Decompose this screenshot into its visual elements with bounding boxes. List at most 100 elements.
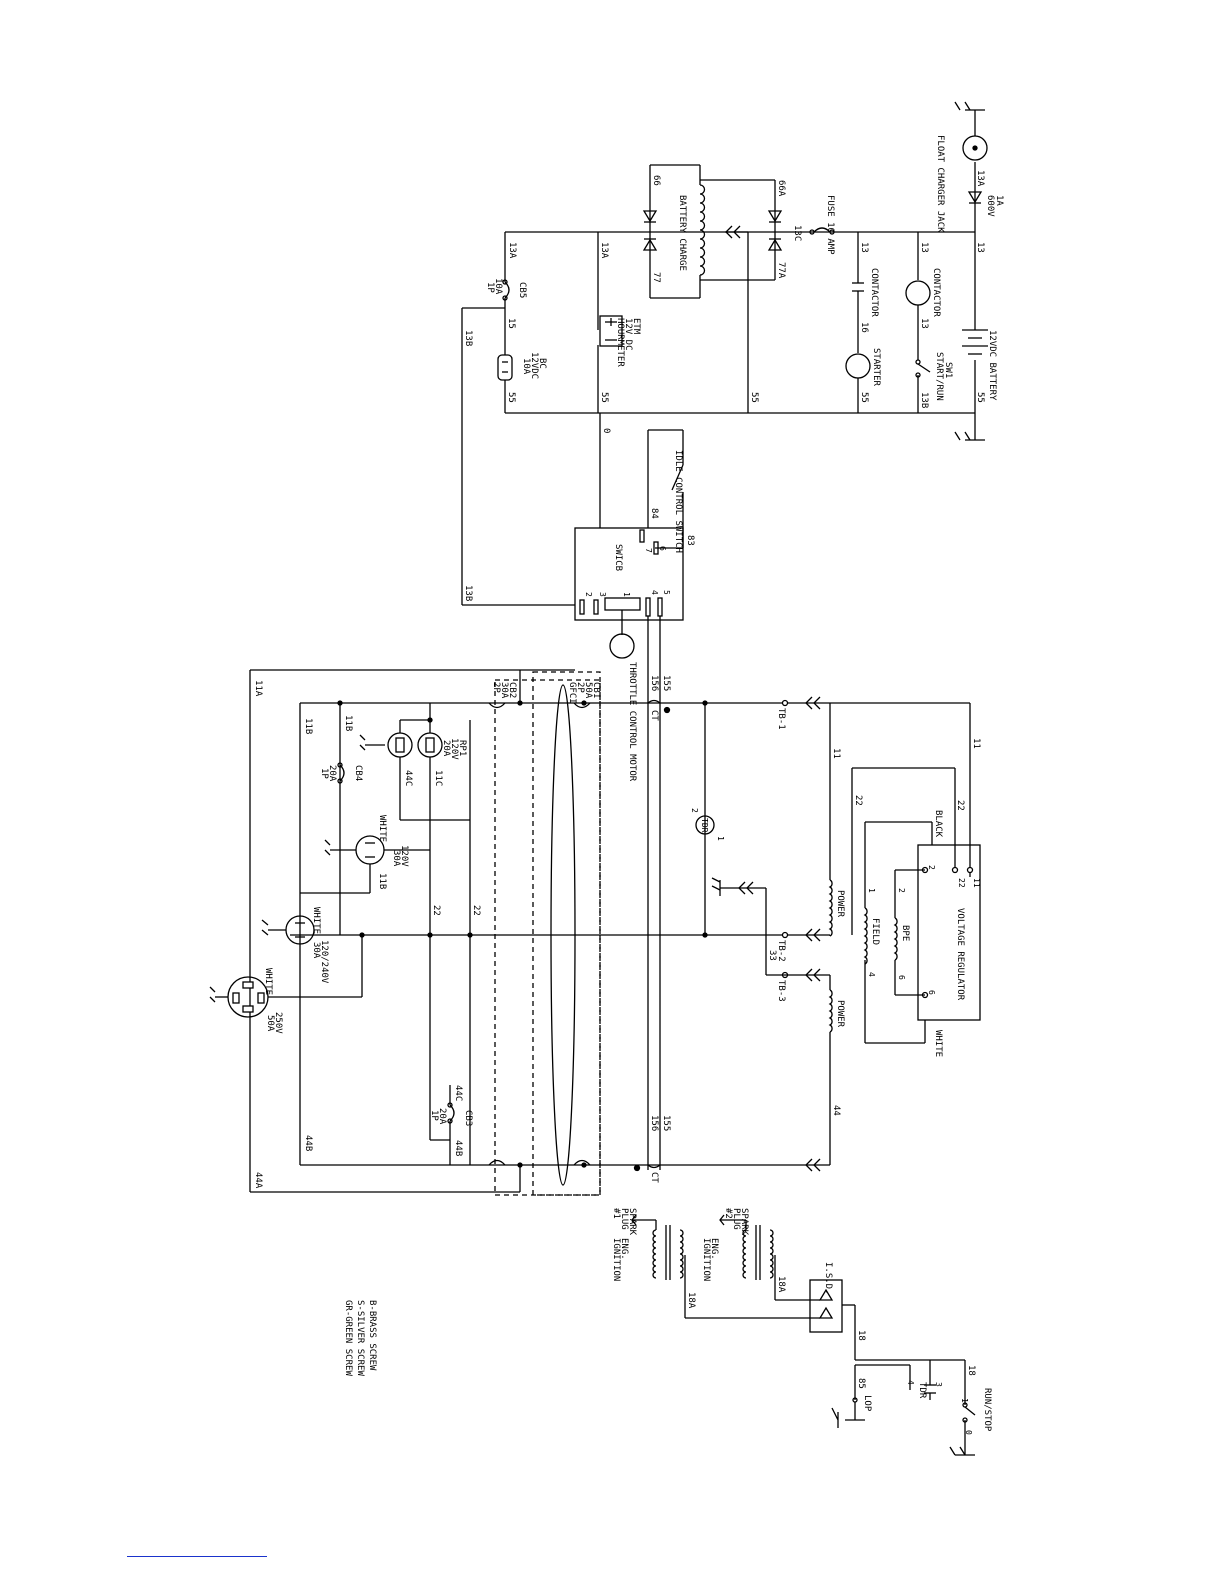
svg-text:13: 13 bbox=[919, 318, 929, 329]
svg-text:2P: 2P bbox=[491, 682, 501, 693]
svg-text:IGNITION: IGNITION bbox=[611, 1238, 621, 1281]
footer-link-underline[interactable] bbox=[127, 1556, 267, 1557]
svg-text:PLUG: PLUG bbox=[619, 1208, 629, 1230]
swicb-board bbox=[574, 527, 684, 621]
svg-text:66A: 66A bbox=[776, 180, 786, 197]
svg-text:77: 77 bbox=[651, 272, 661, 283]
svg-text:BLACK: BLACK bbox=[933, 810, 943, 838]
svg-text:55: 55 bbox=[506, 392, 516, 403]
svg-text:CONTACTOR: CONTACTOR bbox=[931, 268, 941, 317]
svg-text:13B: 13B bbox=[463, 330, 473, 346]
battery-symbol bbox=[962, 329, 988, 355]
svg-text:#2: #2 bbox=[723, 1208, 733, 1219]
svg-text:4: 4 bbox=[650, 590, 659, 595]
svg-text:156: 156 bbox=[649, 1115, 659, 1131]
svg-text:11: 11 bbox=[831, 748, 841, 759]
svg-text:13B: 13B bbox=[463, 585, 473, 601]
svg-text:11B: 11B bbox=[377, 873, 387, 889]
svg-text:TB-2: TB-2 bbox=[776, 940, 786, 962]
bc-breaker-icon bbox=[497, 354, 513, 381]
diode-1a-icon bbox=[967, 191, 983, 204]
svg-text:2: 2 bbox=[927, 865, 936, 870]
svg-text:2: 2 bbox=[897, 888, 906, 893]
svg-text:11: 11 bbox=[972, 878, 981, 888]
svg-text:600V: 600V bbox=[985, 195, 995, 217]
hourmeter-icon bbox=[599, 315, 623, 347]
ignition-coil-2-icon bbox=[719, 1214, 774, 1280]
svg-text:SW1: SW1 bbox=[943, 362, 953, 378]
legend-silver: S-SILVER SCREW bbox=[355, 1300, 365, 1376]
svg-text:IGNITION: IGNITION bbox=[701, 1238, 711, 1281]
svg-text:20A: 20A bbox=[327, 765, 337, 782]
svg-text:66: 66 bbox=[651, 175, 661, 186]
cb2-icon bbox=[488, 702, 506, 709]
svg-text:CB4: CB4 bbox=[353, 765, 363, 781]
svg-text:11C: 11C bbox=[433, 770, 443, 786]
svg-text:BATTERY CHARGE: BATTERY CHARGE bbox=[677, 195, 687, 271]
svg-text:120V: 120V bbox=[449, 738, 459, 760]
svg-text:13A: 13A bbox=[599, 242, 609, 259]
svg-text:#1: #1 bbox=[611, 1208, 621, 1219]
bpe-winding-icon bbox=[893, 917, 898, 961]
svg-text:2: 2 bbox=[584, 592, 593, 597]
svg-text:22: 22 bbox=[431, 905, 441, 916]
legend-brass: B-BRASS SCREW bbox=[367, 1300, 377, 1371]
diode-66a-icon bbox=[767, 210, 783, 251]
float-charger-label: FLOAT CHARGER JACK bbox=[935, 135, 945, 233]
svg-text:VOLTAGE REGULATOR: VOLTAGE REGULATOR bbox=[955, 908, 965, 1001]
starter-motor-icon bbox=[845, 353, 871, 379]
svg-text:0: 0 bbox=[601, 428, 611, 433]
svg-text:2: 2 bbox=[690, 808, 699, 813]
svg-text:5: 5 bbox=[662, 590, 671, 595]
svg-text:16: 16 bbox=[859, 322, 869, 333]
svg-text:156: 156 bbox=[649, 675, 659, 691]
svg-text:30A: 30A bbox=[499, 682, 509, 699]
svg-text:1P: 1P bbox=[319, 768, 329, 779]
power-winding-1-icon bbox=[828, 879, 833, 937]
svg-text:13: 13 bbox=[975, 242, 985, 253]
svg-text:SPARK: SPARK bbox=[627, 1208, 637, 1236]
svg-text:13C: 13C bbox=[792, 225, 802, 241]
svg-text:WHITE: WHITE bbox=[377, 815, 387, 842]
svg-text:1: 1 bbox=[716, 836, 725, 841]
svg-text:44B: 44B bbox=[303, 1135, 313, 1151]
svg-text:85: 85 bbox=[856, 1378, 866, 1389]
svg-text:6: 6 bbox=[658, 546, 667, 551]
rp1-receptacle-icon bbox=[387, 732, 443, 758]
svg-text:CB2: CB2 bbox=[507, 682, 517, 698]
fuse-icon bbox=[813, 227, 831, 233]
svg-text:THROTTLE CONTROL MOTOR: THROTTLE CONTROL MOTOR bbox=[627, 662, 637, 782]
svg-text:55: 55 bbox=[975, 392, 985, 403]
power-winding-2-icon bbox=[828, 989, 833, 1033]
svg-text:10A: 10A bbox=[521, 358, 531, 375]
svg-text:TDR: TDR bbox=[700, 818, 709, 833]
screw-legend: B-BRASS SCREW S-SILVER SCREW GR-GREEN SC… bbox=[343, 1300, 377, 1376]
svg-text:CT: CT bbox=[649, 710, 659, 721]
svg-text:84: 84 bbox=[649, 508, 659, 519]
svg-text:155: 155 bbox=[661, 675, 671, 691]
cb1-icon bbox=[573, 702, 591, 709]
svg-text:30A: 30A bbox=[311, 942, 321, 959]
legend-green: GR-GREEN SCREW bbox=[343, 1300, 353, 1376]
svg-text:30A: 30A bbox=[391, 850, 401, 867]
svg-text:18A: 18A bbox=[686, 1292, 696, 1309]
ignition-section: RUN/STOP 18 1 0 18 TDR 3 4 LOP 85 I.S.D. bbox=[611, 1208, 992, 1456]
svg-text:44C: 44C bbox=[403, 770, 413, 786]
svg-text:CB1: CB1 bbox=[591, 682, 601, 698]
svg-text:120V: 120V bbox=[399, 845, 409, 867]
svg-text:4: 4 bbox=[867, 972, 876, 977]
svg-text:3: 3 bbox=[934, 1382, 943, 1387]
svg-text:18: 18 bbox=[856, 1330, 866, 1341]
svg-text:250V: 250V bbox=[273, 1012, 283, 1034]
svg-text:44A: 44A bbox=[253, 1172, 263, 1189]
svg-text:1: 1 bbox=[867, 888, 876, 893]
svg-text:12V DC: 12V DC bbox=[623, 318, 633, 351]
svg-text:HOURMETER: HOURMETER bbox=[615, 318, 625, 367]
ignition-coil-1-icon bbox=[631, 1214, 684, 1280]
tdr-icon bbox=[695, 815, 715, 835]
svg-text:POWER: POWER bbox=[835, 890, 845, 918]
svg-text:FIELD: FIELD bbox=[870, 918, 880, 945]
svg-text:18: 18 bbox=[966, 1365, 976, 1376]
svg-text:BPE: BPE bbox=[900, 925, 910, 941]
svg-text:55: 55 bbox=[859, 392, 869, 403]
